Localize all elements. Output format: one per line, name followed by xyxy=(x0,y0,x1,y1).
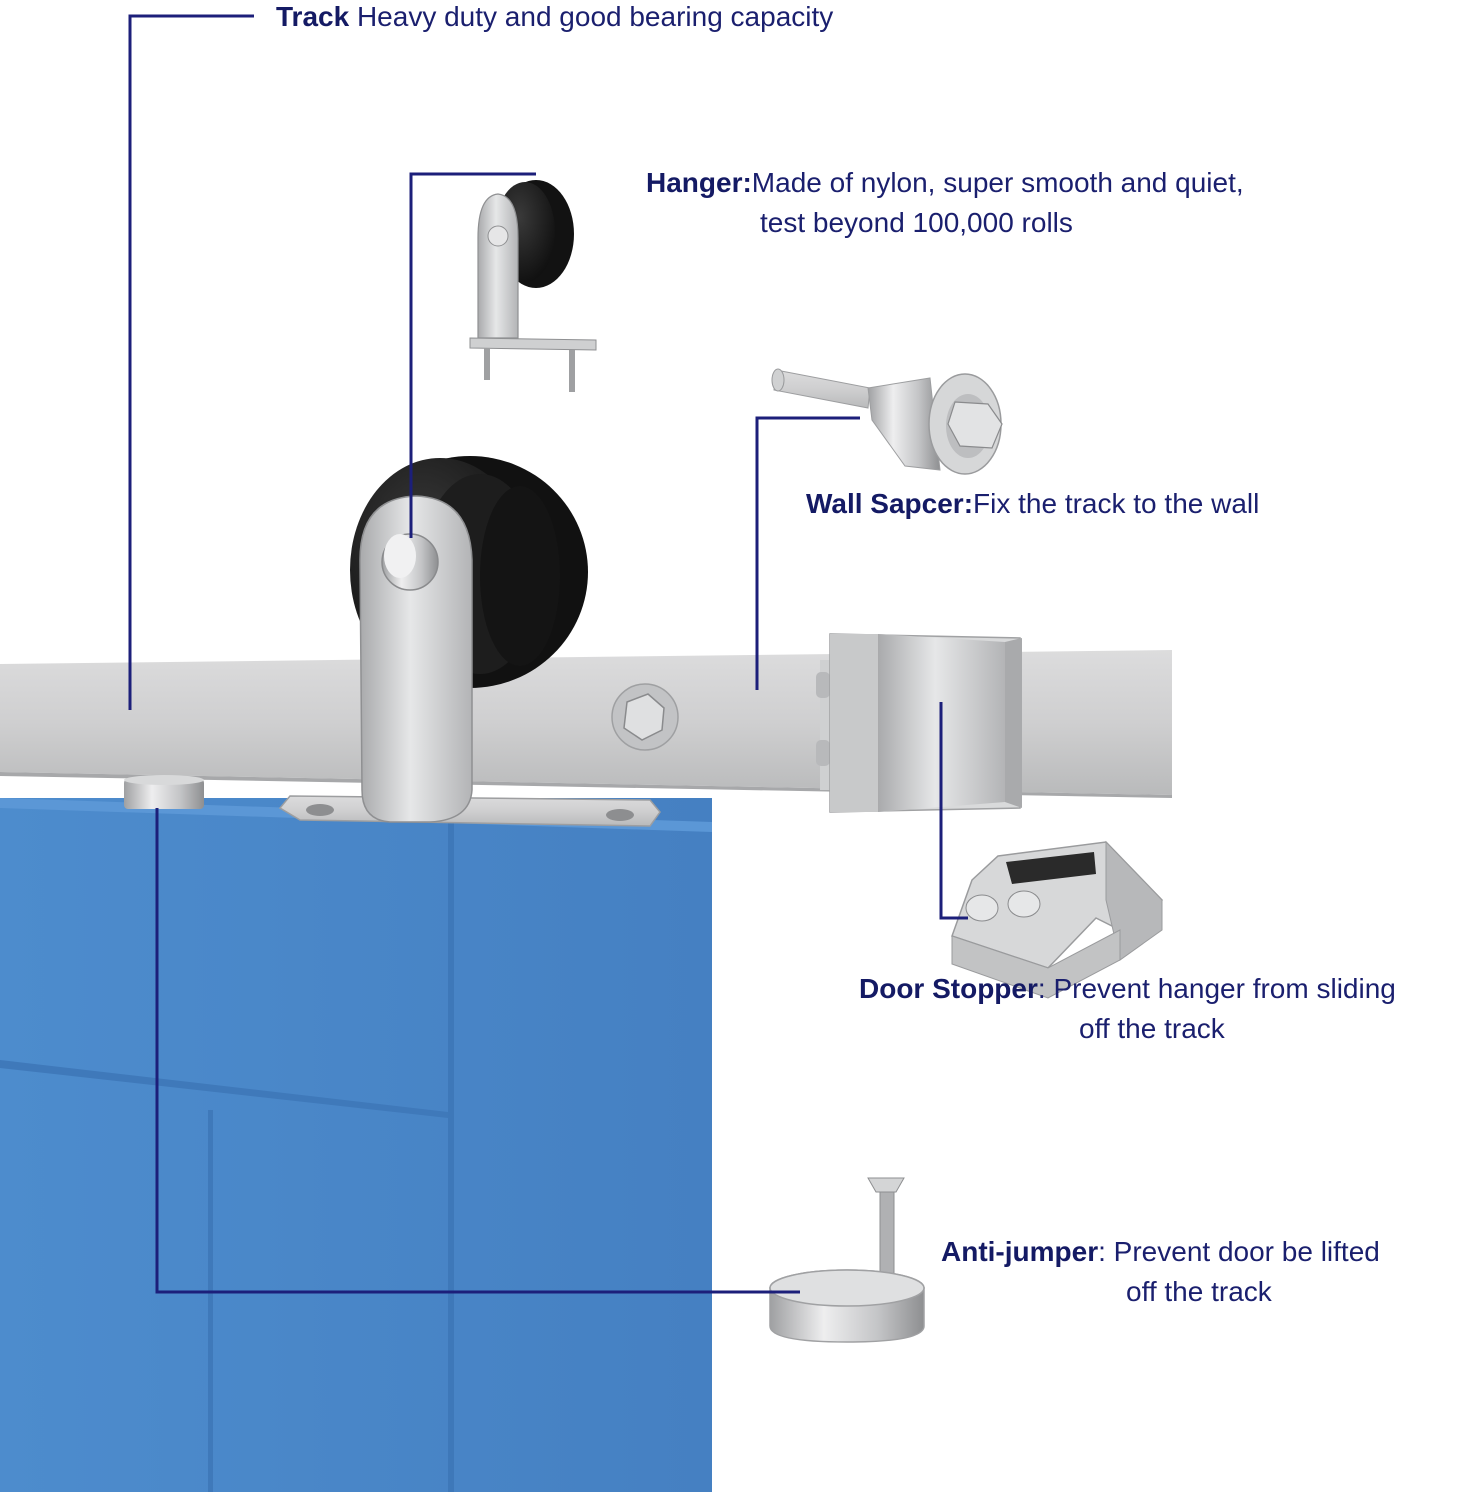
track-callout-desc: Heavy duty and good bearing capacity xyxy=(349,1,834,32)
door-stopper-exploded-view xyxy=(951,840,1164,999)
wall-spacer-callout-term: Wall Sapcer: xyxy=(806,488,974,519)
door-stopper-leader-line xyxy=(939,702,968,920)
anti-jumper-leader-line xyxy=(155,808,800,1294)
track-leader-line xyxy=(128,14,254,710)
door-lower-panel-divider xyxy=(208,1110,213,1492)
hanger-callout: Hanger:Made of nylon, super smooth and q… xyxy=(646,163,1244,243)
door-stopper-installed xyxy=(816,633,1022,813)
wall-spacer-leader-line xyxy=(755,416,860,690)
leader-lines xyxy=(128,14,968,1294)
track-callout-term: Track xyxy=(276,1,350,32)
wall-spacer-callout: Wall Sapcer:Fix the track to the wall xyxy=(806,484,1259,524)
track-callout: Track Heavy duty and good bearing capaci… xyxy=(276,0,833,37)
door-stopper-callout-desc: : Prevent hanger from sliding xyxy=(1037,973,1396,1004)
door-stopper-callout: Door Stopper: Prevent hanger from slidin… xyxy=(859,969,1396,1049)
anti-jumper-callout-desc: : Prevent door be lifted xyxy=(1098,1236,1380,1267)
door-stopper-callout-term: Door Stopper xyxy=(859,973,1038,1004)
hanger-exploded-view xyxy=(469,180,597,392)
anti-jumper-callout-term: Anti-jumper xyxy=(941,1236,1099,1267)
track-hex-bolt xyxy=(611,683,679,751)
door-stile-divider xyxy=(448,820,454,1492)
anti-jumper-callout: Anti-jumper: Prevent door be lifted off … xyxy=(941,1232,1380,1312)
hanger-strap xyxy=(359,495,473,823)
wall-spacer-callout-desc: Fix the track to the wall xyxy=(973,488,1260,519)
anti-jumper-callout-desc-line2: off the track xyxy=(1126,1276,1272,1307)
hanger-callout-desc: Made of nylon, super smooth and quiet, xyxy=(751,167,1244,198)
hanger-callout-desc-line2: test beyond 100,000 rolls xyxy=(760,207,1073,238)
door-rail-shadow xyxy=(0,1060,448,1118)
hanger-leader-line xyxy=(409,172,536,538)
wall-spacer-exploded-view xyxy=(771,368,1003,475)
door-face xyxy=(0,798,712,1492)
anti-jumper-exploded-view xyxy=(769,1177,925,1343)
door-stopper-callout-desc-line2: off the track xyxy=(1079,1013,1225,1044)
door-panel xyxy=(0,798,712,1492)
anti-jumper-installed xyxy=(124,775,204,809)
hanger-callout-term: Hanger: xyxy=(646,167,752,198)
